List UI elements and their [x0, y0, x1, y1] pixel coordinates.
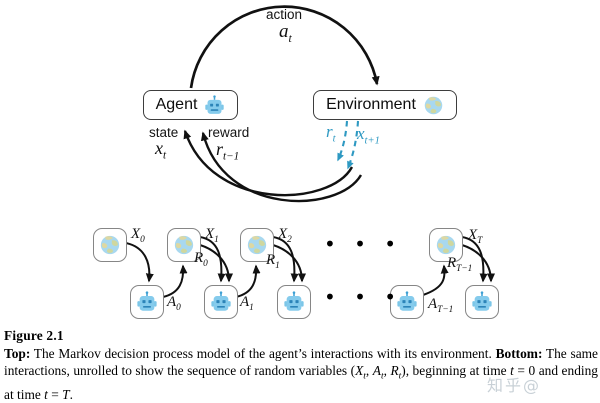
- agent-node-T-1: [390, 285, 424, 319]
- agent-label: Agent: [155, 96, 198, 113]
- a1-label: A1: [240, 294, 254, 313]
- ellipsis-top: • • •: [324, 232, 397, 256]
- globe-icon: [173, 234, 195, 256]
- caption-text: Top: The Markov decision process model o…: [4, 346, 598, 402]
- state-math-label: xt: [155, 138, 167, 162]
- figure-caption: Figure 2.1 Top: The Markov decision proc…: [4, 327, 598, 403]
- agent-node-1: [204, 285, 238, 319]
- robot-icon: [471, 291, 493, 313]
- globe-icon: [423, 95, 444, 116]
- arrow-x2-to-agent: [272, 236, 299, 283]
- x1-label: X1: [205, 226, 219, 245]
- action-math-label: at: [279, 21, 292, 45]
- r1-label: R1: [266, 252, 280, 271]
- reward-next-label: rt: [326, 122, 336, 145]
- environment-label: Environment: [326, 96, 416, 113]
- a0-label: A0: [167, 294, 181, 313]
- arrow-reward-arc: [200, 131, 363, 203]
- arrow-action-arc: [189, 5, 380, 89]
- arrow-a0-to-env: [162, 264, 188, 298]
- arrow-rT1-to-agent: [461, 244, 495, 283]
- arrow-x1-to-agent: [199, 236, 226, 283]
- action-label: action: [266, 7, 303, 22]
- arrow-a1-to-env: [235, 264, 261, 298]
- robot-icon: [283, 291, 305, 313]
- robot-icon: [210, 291, 232, 313]
- globe-icon: [99, 234, 121, 256]
- rT-1-label: RT−1: [447, 255, 473, 274]
- agent-node-2: [277, 285, 311, 319]
- robot-icon: [204, 94, 225, 116]
- state-label: state: [149, 125, 179, 140]
- arrow-xT-to-agent: [461, 236, 488, 283]
- aT-1-label: AT−1: [428, 296, 454, 315]
- reward-label: reward: [208, 125, 250, 140]
- arrow-x0-to-agent: [125, 242, 154, 283]
- agent-node-0: [130, 285, 164, 319]
- robot-icon: [396, 291, 418, 313]
- state-next-label: xt+1: [357, 124, 380, 147]
- environment-box: Environment: [313, 90, 457, 120]
- x0-label: X0: [131, 226, 145, 245]
- globe-icon: [246, 234, 268, 256]
- env-node-2: [240, 228, 274, 262]
- zhihu-watermark: 知乎@: [487, 376, 542, 395]
- env-node-0: [93, 228, 127, 262]
- globe-icon: [435, 234, 457, 256]
- arrow-r0-to-agent: [199, 244, 233, 283]
- arrow-state-arc: [183, 129, 354, 197]
- env-node-T: [429, 228, 463, 262]
- agent-box: Agent: [143, 90, 238, 120]
- r0-label: R0: [194, 250, 208, 269]
- arrow-reward-next-dashed: [337, 120, 349, 162]
- xT-label: XT: [468, 227, 483, 246]
- agent-node-T: [465, 285, 499, 319]
- arrow-state-next-dashed: [347, 120, 360, 170]
- x2-label: X2: [278, 226, 292, 245]
- robot-icon: [136, 291, 158, 313]
- ellipsis-bottom: • • •: [324, 285, 397, 309]
- arrow-aT1-to-env: [422, 264, 449, 296]
- reward-math-label: rt−1: [216, 139, 240, 163]
- figure-label: Figure 2.1: [4, 328, 64, 343]
- env-node-1: [167, 228, 201, 262]
- arrow-r1-to-agent: [272, 244, 306, 283]
